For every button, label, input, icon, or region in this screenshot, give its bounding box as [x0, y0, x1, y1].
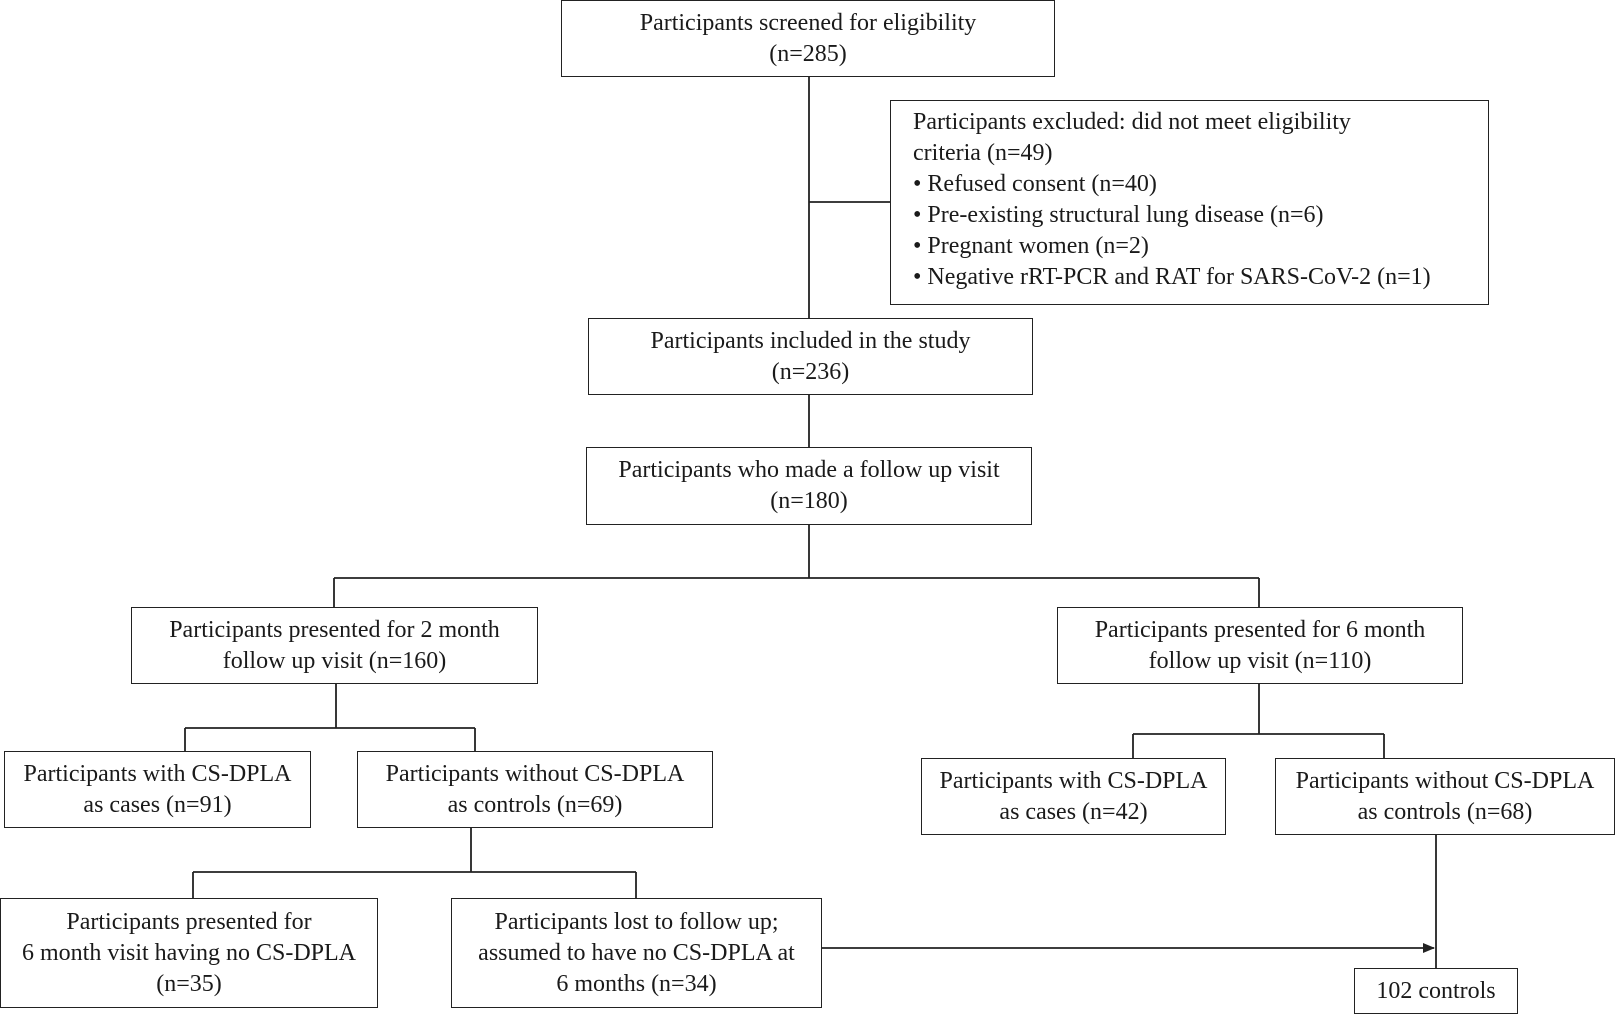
excluded-item: • Negative rRT-PCR and RAT for SARS-CoV-… — [913, 264, 1431, 290]
box-included-line1: Participants included in the study — [650, 327, 971, 354]
box-no-dpla-6m-line2: 6 month visit having no CS-DPLA — [21, 939, 357, 966]
box-six-month-line2: follow up visit (n=110) — [1148, 647, 1372, 674]
box-no-dpla-6m-line3: (n=35) — [156, 970, 222, 997]
box-controls-6m-line2: as controls (n=68) — [1357, 798, 1533, 825]
box-cases-6m: Participants with CS-DPLA as cases (n=42… — [921, 758, 1226, 835]
box-total-controls: 102 controls — [1354, 968, 1518, 1014]
box-total-controls-label: 102 controls — [1376, 977, 1496, 1004]
box-lost: Participants lost to follow up; assumed … — [451, 898, 822, 1008]
box-controls-2m-line2: as controls (n=69) — [447, 791, 623, 818]
box-lost-line2: assumed to have no CS-DPLA at — [478, 939, 795, 966]
excluded-item: • Refused consent (n=40) — [913, 171, 1157, 197]
box-two-month-line2: follow up visit (n=160) — [222, 647, 447, 674]
box-included-line2: (n=236) — [771, 358, 850, 385]
excluded-item: • Pre-existing structural lung disease (… — [913, 202, 1324, 228]
box-two-month: Participants presented for 2 month follo… — [131, 607, 538, 684]
box-cases-2m-line1: Participants with CS-DPLA — [23, 760, 292, 787]
box-followup: Participants who made a follow up visit … — [586, 447, 1032, 525]
box-excluded-line2: criteria (n=49) — [913, 140, 1053, 166]
box-cases-6m-line1: Participants with CS-DPLA — [939, 767, 1208, 794]
box-no-dpla-6m-line1: Participants presented for — [66, 908, 312, 935]
box-cases-6m-line2: as cases (n=42) — [999, 798, 1148, 825]
box-six-month-line1: Participants presented for 6 month — [1094, 616, 1426, 643]
box-excluded: Participants excluded: did not meet elig… — [890, 100, 1489, 305]
box-cases-2m-line2: as cases (n=91) — [83, 791, 232, 818]
box-followup-line2: (n=180) — [770, 488, 848, 514]
box-screened-line2: (n=285) — [769, 40, 847, 67]
box-two-month-line1: Participants presented for 2 month — [169, 616, 500, 643]
box-controls-6m: Participants without CS-DPLA as controls… — [1275, 758, 1615, 835]
box-excluded-line1: Participants excluded: did not meet elig… — [913, 109, 1351, 135]
excluded-item: • Pregnant women (n=2) — [913, 233, 1149, 259]
box-screened: Participants screened for eligibility (n… — [561, 0, 1055, 77]
box-controls-2m: Participants without CS-DPLA as controls… — [357, 751, 713, 828]
box-controls-6m-line1: Participants without CS-DPLA — [1295, 767, 1595, 794]
box-lost-line1: Participants lost to follow up; — [494, 908, 779, 935]
box-followup-line1: Participants who made a follow up visit — [618, 457, 1000, 483]
box-lost-line3: 6 months (n=34) — [556, 970, 717, 997]
box-six-month: Participants presented for 6 month follo… — [1057, 607, 1463, 684]
box-controls-2m-line1: Participants without CS-DPLA — [385, 760, 685, 787]
box-cases-2m: Participants with CS-DPLA as cases (n=91… — [4, 751, 311, 828]
box-screened-line1: Participants screened for eligibility — [639, 9, 977, 36]
box-no-dpla-6m: Participants presented for 6 month visit… — [0, 898, 378, 1008]
box-included: Participants included in the study (n=23… — [588, 318, 1033, 395]
